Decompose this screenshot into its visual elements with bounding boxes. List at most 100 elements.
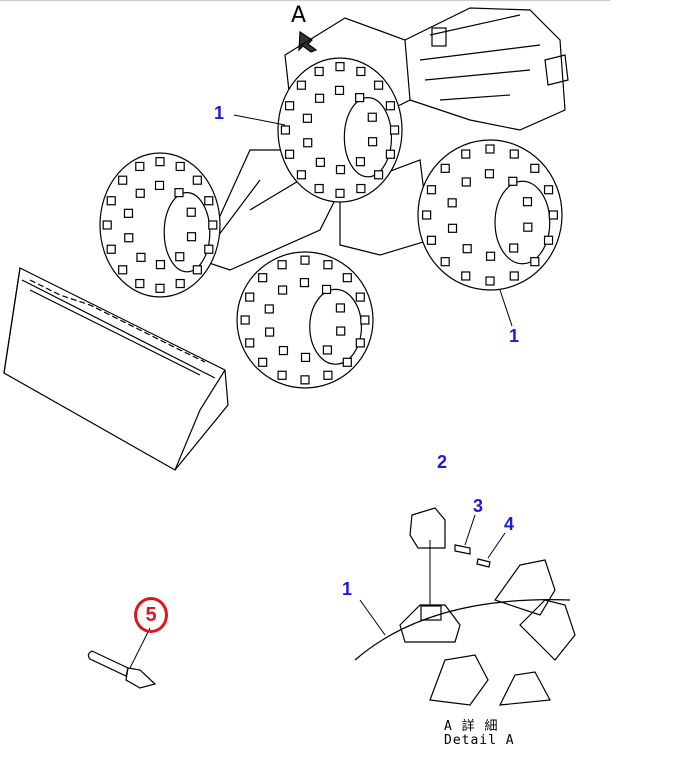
wheel-lug: [336, 326, 346, 336]
wheel-lug: [155, 259, 166, 270]
wheel-lug: [135, 161, 145, 172]
wheel-lug: [204, 244, 214, 254]
wheel-lug: [440, 257, 450, 267]
wheel-lug: [186, 207, 196, 217]
wheel-lug: [174, 188, 184, 198]
detail-title-en: Detail A: [444, 733, 515, 748]
wheel-lug: [461, 149, 471, 159]
wheel: [99, 152, 221, 298]
wheel-lug: [548, 210, 558, 220]
wheel-lug: [355, 157, 366, 167]
wheel-lug: [258, 357, 268, 367]
wheel-lug: [355, 93, 365, 103]
wheel: [236, 251, 374, 389]
wheel-lug: [296, 170, 307, 180]
callout-2[interactable]: 2: [437, 452, 448, 472]
wheel-lug: [314, 183, 324, 194]
wheel-lug: [118, 265, 128, 275]
wheel-lug: [300, 375, 310, 385]
wheel-lug: [509, 243, 519, 253]
wheel-lug: [135, 278, 145, 289]
wheel-lug: [355, 292, 365, 302]
leader-lines: [129, 114, 513, 669]
wheel-lug: [543, 235, 554, 245]
wheel-lug: [155, 157, 165, 167]
wheel-lug: [426, 235, 437, 245]
wheel-lug: [367, 137, 378, 147]
wheel-lug: [102, 220, 112, 230]
wheel-lug: [385, 101, 396, 111]
wheel-lug: [277, 370, 287, 380]
wheel-lug: [315, 157, 325, 167]
wheel-lug: [123, 208, 134, 218]
wheel-lug: [302, 113, 313, 123]
callout-1[interactable]: 1: [509, 326, 520, 346]
wheel-lug: [447, 223, 458, 233]
wheel-lug: [314, 66, 324, 77]
wheel-lug: [264, 304, 274, 314]
wheel-lug: [284, 101, 295, 111]
wheel-lug: [462, 244, 472, 254]
wheel-lug: [240, 315, 250, 325]
wheel-lug: [373, 170, 384, 180]
callout-4[interactable]: 4: [504, 514, 515, 534]
wheel-lug: [204, 196, 214, 206]
wheel-lug: [323, 260, 333, 270]
wheel-lug: [389, 125, 400, 135]
wheel-lug: [509, 271, 519, 281]
bucket: [3, 267, 229, 471]
wheel-lug: [154, 180, 165, 191]
wheel-lug: [426, 185, 437, 195]
detail-a-drawing: [354, 507, 576, 706]
wheel-lug: [461, 271, 471, 281]
wheel-lug: [334, 85, 345, 96]
wheel-lug: [278, 345, 289, 356]
wheel-lug: [258, 273, 268, 283]
wheel-lug: [323, 370, 333, 380]
wheel-lug: [335, 164, 346, 175]
wheel-lug: [523, 222, 533, 232]
wheel-lug: [280, 125, 291, 135]
wheel-lug: [106, 196, 116, 206]
wheel-lug: [321, 284, 332, 295]
wheel-lug: [355, 338, 365, 348]
detail-title-jp: A 詳 細: [444, 719, 499, 734]
wheel-lug: [277, 260, 287, 270]
wheel-lug: [342, 273, 352, 283]
wheel-lug: [484, 169, 495, 179]
wheel-lug: [509, 149, 519, 159]
wheel-lug: [314, 93, 325, 103]
wheel-lug: [303, 138, 313, 148]
wheel-lug: [264, 327, 275, 337]
wheel-lug: [106, 244, 116, 254]
wheel-lug: [356, 183, 366, 194]
wheel-lug: [485, 251, 496, 261]
view-label-a: A: [291, 3, 307, 28]
compactor-wheels: [99, 57, 563, 389]
wheel-lug: [284, 149, 295, 159]
wheel-lug: [322, 345, 333, 355]
wheel-lug: [342, 357, 352, 367]
callout-1[interactable]: 1: [214, 103, 225, 123]
wheel-lug: [175, 252, 185, 262]
clip-part: [476, 558, 491, 568]
wheel-lug: [367, 112, 377, 122]
wheel-lug: [422, 210, 432, 220]
wheel-lug: [360, 315, 370, 325]
wheel-lug: [192, 265, 202, 275]
wheel-lug: [508, 176, 518, 186]
view-arrow: [298, 30, 318, 53]
wheel-lug: [175, 278, 185, 289]
wheel-lug: [245, 292, 255, 302]
machine-body: [199, 7, 569, 271]
callout-1[interactable]: 1: [342, 579, 353, 599]
wheel-lug: [124, 233, 134, 243]
wheel-lug: [245, 338, 255, 348]
wheel-lug: [208, 220, 218, 230]
wheel-lug: [440, 163, 450, 173]
wheel-lug: [277, 285, 288, 295]
callout-5-highlighted[interactable]: 5: [134, 597, 168, 633]
callout-3[interactable]: 3: [473, 496, 484, 516]
wheel-lug: [522, 197, 533, 207]
